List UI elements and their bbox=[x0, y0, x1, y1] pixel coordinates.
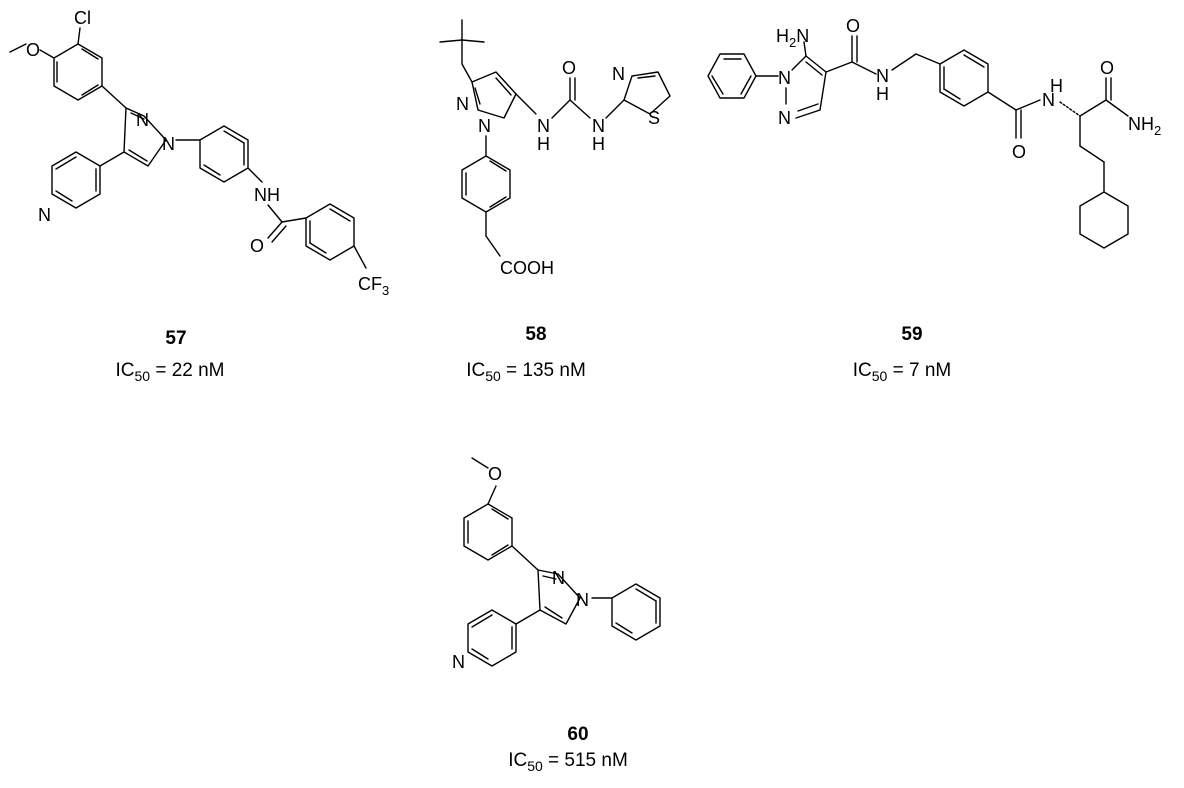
hydrogen-atom: H bbox=[537, 134, 550, 154]
oxygen-atom: O bbox=[562, 58, 576, 78]
oxygen-atom: O bbox=[1012, 142, 1026, 162]
nitrogen-atom: N bbox=[456, 94, 469, 114]
oxygen-atom: O bbox=[846, 16, 860, 36]
nitrogen-atom: N bbox=[162, 134, 175, 154]
nitrogen-atom: N bbox=[478, 116, 491, 136]
hydrogen-atom: H bbox=[592, 134, 605, 154]
compound-57-structure: O Cl N N N NH O bbox=[9, 8, 389, 298]
nitrogen-atom: N bbox=[612, 64, 625, 84]
compound-number: 60 bbox=[567, 724, 588, 745]
nitrogen-atom: N bbox=[778, 108, 791, 128]
nitrogen-atom: N bbox=[778, 68, 791, 88]
ic50-label: IC50 = 515 nM bbox=[508, 750, 628, 774]
ic50-label: IC50 = 7 nM bbox=[853, 360, 951, 384]
amide-nh2-group: NH2 bbox=[1128, 114, 1161, 138]
sulfur-atom: S bbox=[648, 108, 660, 128]
amino-group: H2N bbox=[776, 26, 809, 50]
nitrogen-atom: N bbox=[38, 205, 51, 225]
chlorine-atom: Cl bbox=[74, 8, 91, 28]
compound-58-structure: N N N H O N H N S COOH bbox=[439, 19, 671, 278]
nitrogen-atom: N bbox=[552, 568, 565, 588]
compound-number: 59 bbox=[901, 324, 922, 345]
nitrogen-atom: N bbox=[876, 66, 889, 86]
nitrogen-atom: N bbox=[1042, 90, 1055, 110]
compound-number: 57 bbox=[165, 328, 186, 349]
oxygen-atom: O bbox=[1100, 58, 1114, 78]
oxygen-atom: O bbox=[26, 40, 40, 60]
nh-group: NH bbox=[254, 185, 280, 205]
oxygen-atom: O bbox=[488, 464, 502, 484]
nitrogen-atom: N bbox=[537, 116, 550, 136]
compound-59-structure: N N H2N O N H O N H bbox=[707, 16, 1161, 249]
ic50-label: IC50 = 22 nM bbox=[115, 360, 224, 384]
ic50-label: IC50 = 135 nM bbox=[466, 360, 586, 384]
nitrogen-atom: N bbox=[452, 652, 465, 672]
nitrogen-atom: N bbox=[592, 116, 605, 136]
nitrogen-atom: N bbox=[136, 110, 149, 130]
compound-60-structure: O N N N bbox=[452, 457, 661, 672]
hydrogen-atom: H bbox=[1050, 76, 1063, 96]
nitrogen-atom: N bbox=[576, 590, 589, 610]
hydrogen-atom: H bbox=[876, 84, 889, 104]
oxygen-atom: O bbox=[250, 236, 264, 256]
carboxylic-acid-group: COOH bbox=[500, 258, 554, 278]
compound-number: 58 bbox=[525, 324, 546, 345]
trifluoromethyl-group: CF3 bbox=[358, 274, 389, 298]
